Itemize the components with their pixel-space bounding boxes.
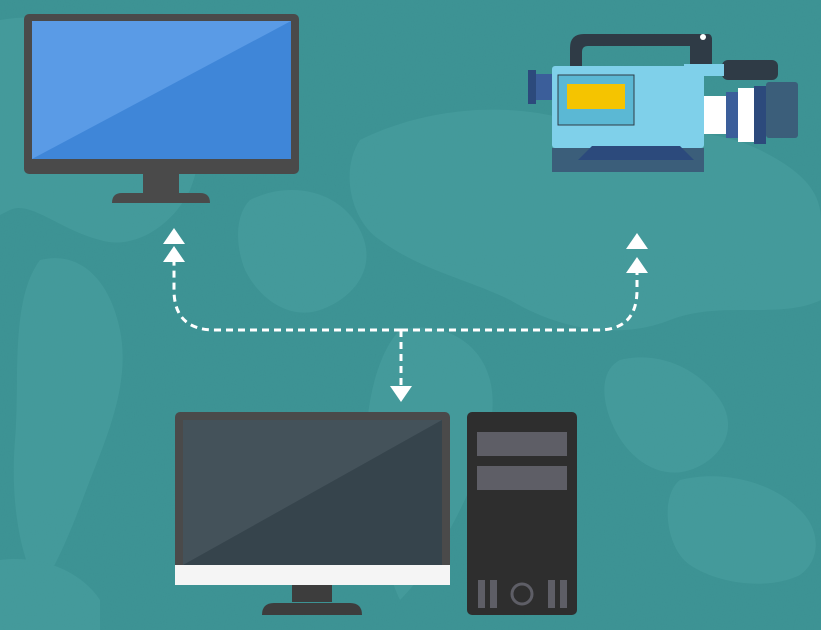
video-camera-icon [528, 34, 798, 172]
desktop-computer-icon [175, 412, 577, 615]
camera-lens-ring-2 [738, 88, 754, 142]
connector-to-monitor [172, 262, 401, 332]
camera-eyepiece-cup [528, 70, 536, 104]
camera-base [578, 146, 694, 160]
camera-lens-ring-3 [754, 86, 766, 144]
pc-tower-drive-bay-2 [477, 466, 567, 490]
camera-lens-ring-1 [726, 92, 738, 138]
monitor-screen-glare [32, 21, 291, 159]
camera-display [567, 84, 625, 109]
camera-lens-hood [766, 82, 798, 138]
connector-to-camera [401, 264, 639, 332]
pc-monitor-stand-neck [292, 584, 332, 602]
monitor-stand-base [112, 193, 210, 203]
pc-monitor-glare [183, 420, 442, 565]
pc-tower [467, 412, 577, 615]
connectors [172, 262, 639, 390]
camera-handle [570, 34, 712, 72]
arrow-camera-outer [626, 233, 648, 249]
pc-tower-power-button [510, 582, 534, 606]
arrowheads [163, 228, 648, 402]
arrow-workstation [390, 386, 412, 402]
pc-monitor-stand-base [262, 603, 362, 615]
flat-monitor-icon [24, 14, 299, 203]
camera-tally-light [700, 34, 706, 40]
arrow-camera-inner [626, 257, 648, 273]
camera-microphone [722, 60, 778, 80]
pc-tower-vent-2 [490, 580, 497, 608]
pc-tower-vent-3 [548, 580, 555, 608]
arrow-monitor-inner [163, 246, 185, 262]
pc-monitor-chin [175, 565, 450, 585]
arrow-monitor-outer [163, 228, 185, 244]
monitor-stand-neck [143, 173, 179, 193]
camera-lens-mount [704, 96, 726, 134]
pc-tower-drive-bay-1 [477, 432, 567, 456]
camera-eyepiece [532, 74, 554, 100]
pc-tower-vent-4 [560, 580, 567, 608]
pc-tower-vent-1 [478, 580, 485, 608]
